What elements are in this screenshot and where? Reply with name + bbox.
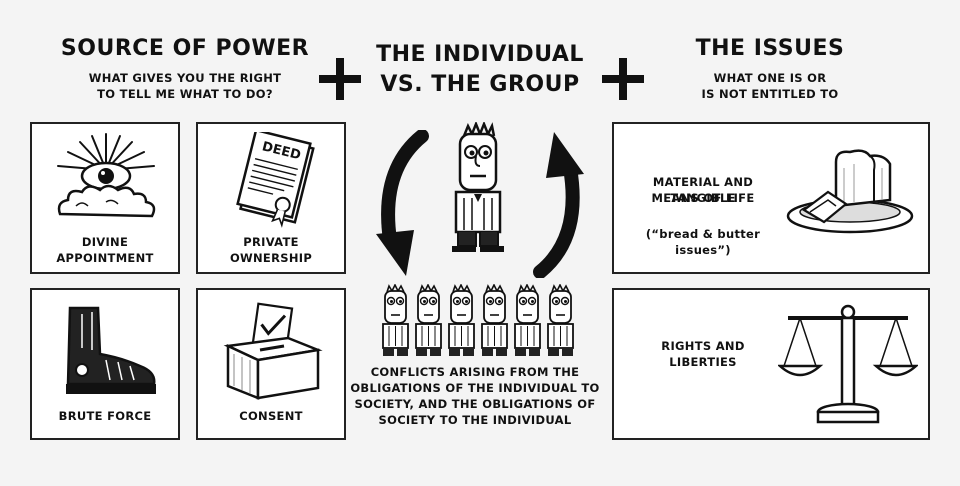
private-ownership-box: DEED PRIVATE OWNERSHIP [196, 122, 346, 274]
source-of-power-title: SOURCE OF POWER [60, 36, 310, 61]
boot-icon [52, 300, 162, 400]
consent-box: CONSENT [196, 288, 346, 440]
source-of-power-subtitle-1: WHAT GIVES YOU THE RIGHT [88, 71, 282, 85]
rights-liberties-box: RIGHTS AND LIBERTIES [612, 288, 930, 440]
individual-group-title-1: THE INDIVIDUAL [376, 42, 584, 67]
group-member-icon [415, 284, 442, 356]
source-of-power-subtitle-2: TO TELL ME WHAT TO DO? [97, 87, 273, 101]
group-figures [380, 284, 576, 358]
arrow-down-icon [376, 130, 436, 280]
individual-group-title-2: VS. THE GROUP [380, 72, 580, 97]
scales-icon [778, 300, 918, 430]
consent-label: CONSENT [239, 409, 303, 423]
divine-appointment-label-1: DIVINE [81, 235, 129, 249]
conflicts-caption-2: OBLIGATIONS OF THE INDIVIDUAL TO [350, 381, 600, 395]
brute-force-box: BRUTE FORCE [30, 288, 180, 440]
divine-eye-cloud-icon [46, 130, 166, 228]
conflicts-caption-4: SOCIETY TO THE INDIVIDUAL [378, 413, 572, 427]
bread-butter-note: (“bread & butter issues”) [645, 227, 761, 257]
group-member-icon [481, 284, 508, 356]
group-member-icon [547, 284, 574, 356]
plus-icon [600, 56, 646, 102]
issues-subtitle-2: IS NOT ENTITLED TO [701, 87, 839, 101]
arrow-up-icon [524, 128, 584, 278]
group-member-icon [448, 284, 475, 356]
brute-force-label: BRUTE FORCE [58, 409, 152, 423]
material-means-label-1: MATERIAL AND TANGIBLE [652, 175, 754, 205]
issues-subtitle-1: WHAT ONE IS OR [713, 71, 827, 85]
conflicts-caption-3: SOCIETY, AND THE OBLIGATIONS OF [354, 397, 596, 411]
bread-plate-icon [784, 148, 920, 244]
conflicts-caption-1: CONFLICTS ARISING FROM THE [370, 365, 580, 379]
individual-figure-icon [446, 122, 510, 254]
group-member-icon [382, 284, 409, 356]
private-ownership-label-2: OWNERSHIP [229, 251, 313, 265]
group-member-icon [514, 284, 541, 356]
ballot-box-icon [218, 302, 328, 402]
plus-icon [317, 56, 363, 102]
rights-liberties-label-2: LIBERTIES [669, 355, 737, 369]
material-means-box: MATERIAL AND TANGIBLE MEANS OF LIFE (“br… [612, 122, 930, 274]
issues-title: THE ISSUES [695, 36, 845, 61]
divine-appointment-box: DIVINE APPOINTMENT [30, 122, 180, 274]
material-means-label-2: MEANS OF LIFE [651, 191, 755, 205]
rights-liberties-label-1: RIGHTS AND [661, 339, 745, 353]
private-ownership-label-1: PRIVATE [243, 235, 299, 249]
divine-appointment-label-2: APPOINTMENT [56, 251, 154, 265]
deed-document-icon: DEED [226, 132, 322, 232]
